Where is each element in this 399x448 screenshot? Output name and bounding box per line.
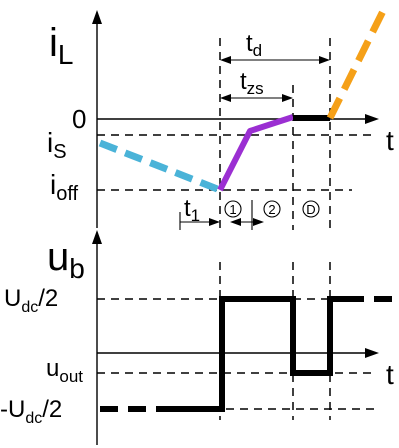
tzs-arrow-right [282, 94, 293, 102]
t-axis-label-bottom: t [386, 359, 394, 390]
udc-neg-label: -Udc/2 [0, 396, 62, 427]
il-label: iL [49, 21, 73, 70]
td-arrow-right [319, 56, 330, 64]
zero-label: 0 [72, 104, 86, 134]
phase2-arrow-right [253, 218, 264, 226]
ub-label: ub [47, 235, 85, 284]
current-t-axis-arrow [365, 114, 379, 124]
is-label: iS [47, 127, 67, 163]
voltage-segment-main [170, 296, 346, 412]
current-segment-transition [217, 114, 294, 192]
phase2-arrow-left [230, 218, 241, 226]
current-y-axis-arrow [92, 10, 102, 24]
t1-arrow-right [209, 218, 220, 226]
phase-1-circle [224, 200, 242, 218]
tzs-label: tzs [240, 68, 264, 98]
tzs-arrow-left [220, 94, 231, 102]
t-axis-label-top: t [386, 125, 394, 156]
uout-label: uout [46, 355, 83, 386]
phase-2-circle [263, 200, 281, 218]
td-label: td [246, 30, 262, 60]
ioff-label: ioff [50, 169, 79, 205]
td-arrow-left [220, 56, 231, 64]
voltage-y-axis-arrow [92, 230, 102, 244]
current-segment-rise [326, 3, 390, 120]
current-segment-pre [98, 139, 222, 194]
phase-d-label: D [306, 202, 315, 217]
t1-label: t1 [184, 195, 200, 225]
phase-1-label: 1 [229, 202, 236, 217]
phase-d-circle [302, 200, 320, 218]
phase-2-label: 2 [268, 202, 275, 217]
udc-pos-label: Udc/2 [4, 285, 58, 316]
voltage-t-axis-arrow [365, 348, 379, 358]
